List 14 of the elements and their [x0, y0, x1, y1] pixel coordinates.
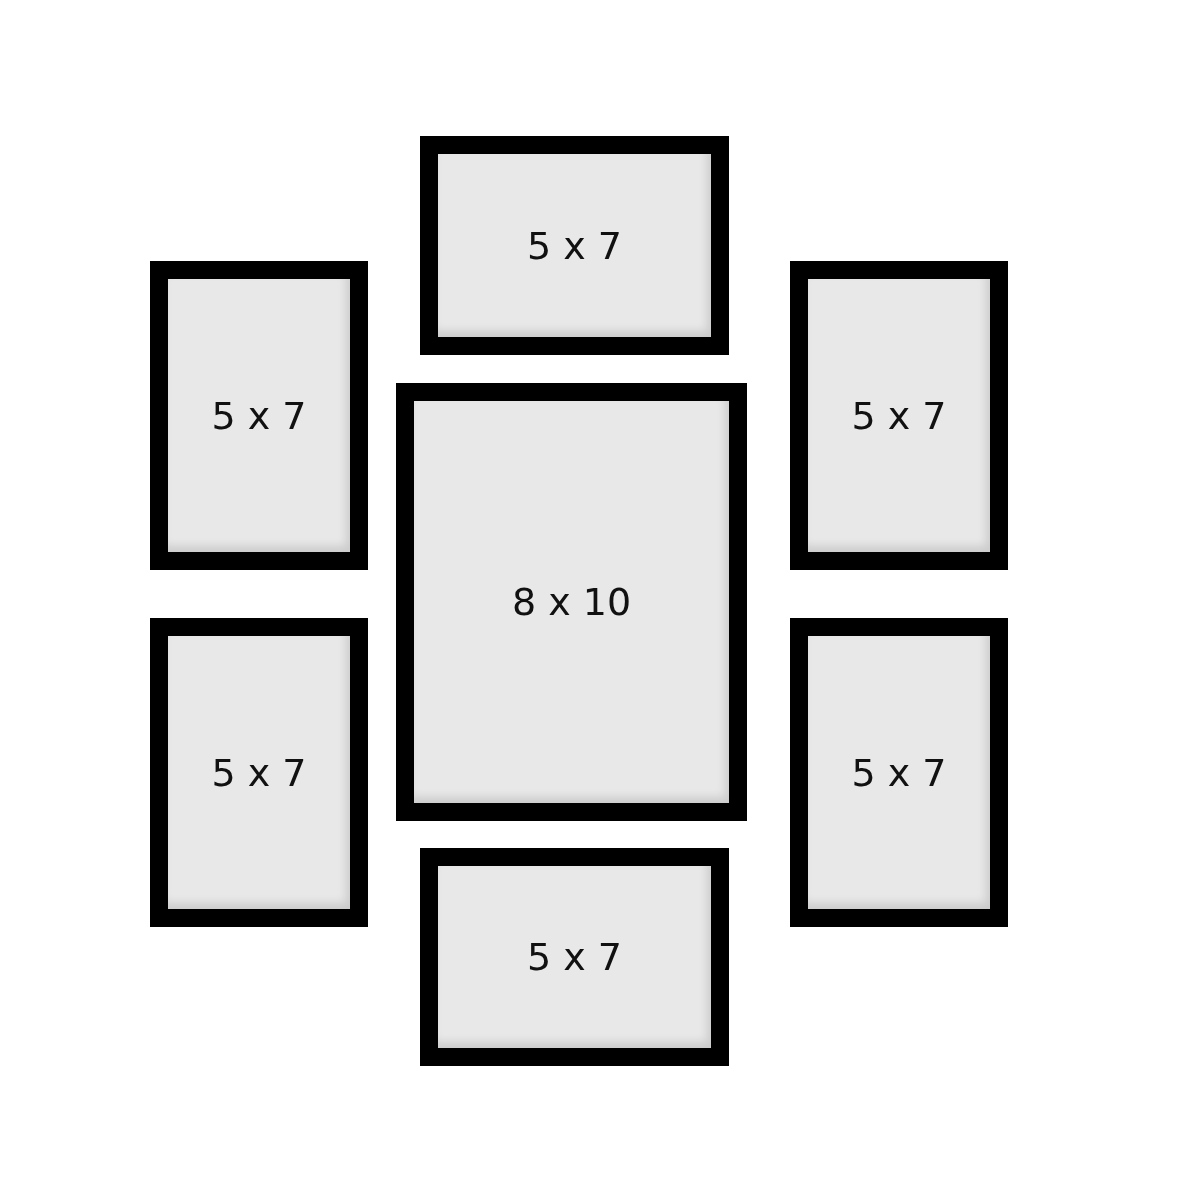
frame-size-label: 5 x 7	[527, 223, 622, 268]
picture-frame	[150, 618, 368, 927]
frame-size-label: 5 x 7	[851, 393, 947, 438]
frame-size-label: 5 x 7	[211, 750, 307, 795]
picture-frame	[420, 136, 729, 355]
frame-size-label: 5 x 7	[211, 393, 307, 438]
picture-frame	[790, 618, 1008, 927]
picture-frame	[790, 261, 1008, 570]
frame-size-label: 5 x 7	[851, 750, 947, 795]
picture-frame	[396, 383, 747, 821]
frame-size-label: 5 x 7	[527, 935, 622, 979]
picture-frame	[150, 261, 368, 570]
picture-frame	[420, 848, 729, 1066]
frame-size-label: 8 x 10	[511, 580, 632, 624]
